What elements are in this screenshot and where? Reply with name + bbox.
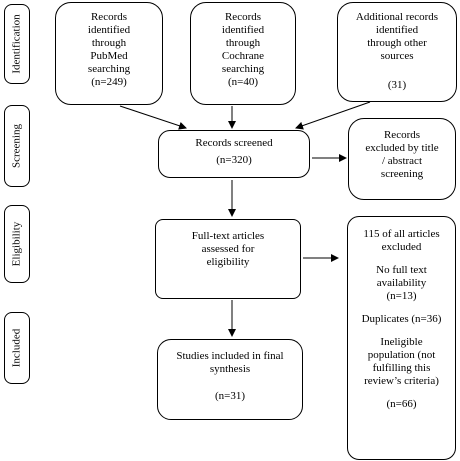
- other-sources-box: Additional records identified through ot…: [337, 2, 457, 102]
- box-line: Records screened: [195, 137, 273, 149]
- box-line: excluded: [381, 241, 422, 253]
- arrow-other-to-screened: [295, 101, 371, 130]
- box-line: searching: [87, 63, 131, 75]
- box-line: sources: [380, 50, 414, 62]
- box-line: 115 of all articles: [363, 228, 440, 240]
- box-line: fulfilling this: [372, 362, 431, 374]
- box-line: Records: [90, 11, 128, 23]
- box-line: through: [91, 37, 127, 49]
- box-line: Additional records: [355, 11, 439, 23]
- box-line: searching: [221, 63, 265, 75]
- arrow-pubmed-to-screened: [119, 105, 187, 130]
- stage-screening: Screening: [4, 105, 30, 187]
- fulltext-assessed-box: Full-text articles assessed for eligibil…: [155, 219, 301, 299]
- box-line: Cochrane: [221, 50, 265, 62]
- pubmed-records-box: Records identified through PubMed search…: [55, 2, 163, 105]
- box-line: identified: [221, 24, 265, 36]
- box-line: population (not: [367, 349, 436, 361]
- box-line: (n=320): [216, 154, 252, 166]
- box-line: screening: [380, 168, 424, 180]
- box-line: assessed for: [201, 243, 255, 255]
- excluded-title-abstract-box: Records excluded by title / abstract scr…: [348, 118, 456, 200]
- records-screened-box: Records screened (n=320): [158, 130, 310, 178]
- box-line: (n=13): [386, 290, 417, 302]
- stage-identification: Identification: [4, 4, 30, 84]
- box-line: identified: [87, 24, 131, 36]
- box-line: through other: [367, 37, 427, 49]
- box-line: Records: [383, 129, 421, 141]
- box-line: identified: [375, 24, 419, 36]
- box-line: Ineligible: [380, 336, 423, 348]
- box-line: Studies included in final: [176, 350, 284, 362]
- box-line: / abstract: [381, 155, 422, 167]
- box-line: No full text: [376, 264, 427, 276]
- box-line: (n=31): [214, 390, 246, 402]
- box-line: PubMed: [90, 50, 128, 62]
- box-line: availability: [376, 277, 427, 289]
- box-line: excluded by title: [365, 142, 439, 154]
- studies-included-box: Studies included in final synthesis (n=3…: [157, 339, 303, 420]
- box-line: Full-text articles: [191, 230, 265, 242]
- box-line: (n=40): [227, 76, 259, 88]
- box-line: review’s criteria): [364, 375, 439, 387]
- box-line: (n=66): [386, 398, 417, 410]
- box-line: through: [225, 37, 261, 49]
- cochrane-records-box: Records identified through Cochrane sear…: [190, 2, 296, 105]
- box-line: (n=249): [91, 76, 127, 88]
- stage-eligibility: Eligibility: [4, 205, 30, 283]
- box-line: (31): [387, 79, 407, 91]
- box-line: Records: [224, 11, 262, 23]
- box-line: synthesis: [209, 363, 251, 375]
- box-line: eligibility: [206, 256, 250, 268]
- stage-included: Included: [4, 312, 30, 384]
- box-line: Duplicates (n=36): [361, 313, 442, 325]
- fulltext-excluded-box: 115 of all articles excluded No full tex…: [347, 216, 456, 460]
